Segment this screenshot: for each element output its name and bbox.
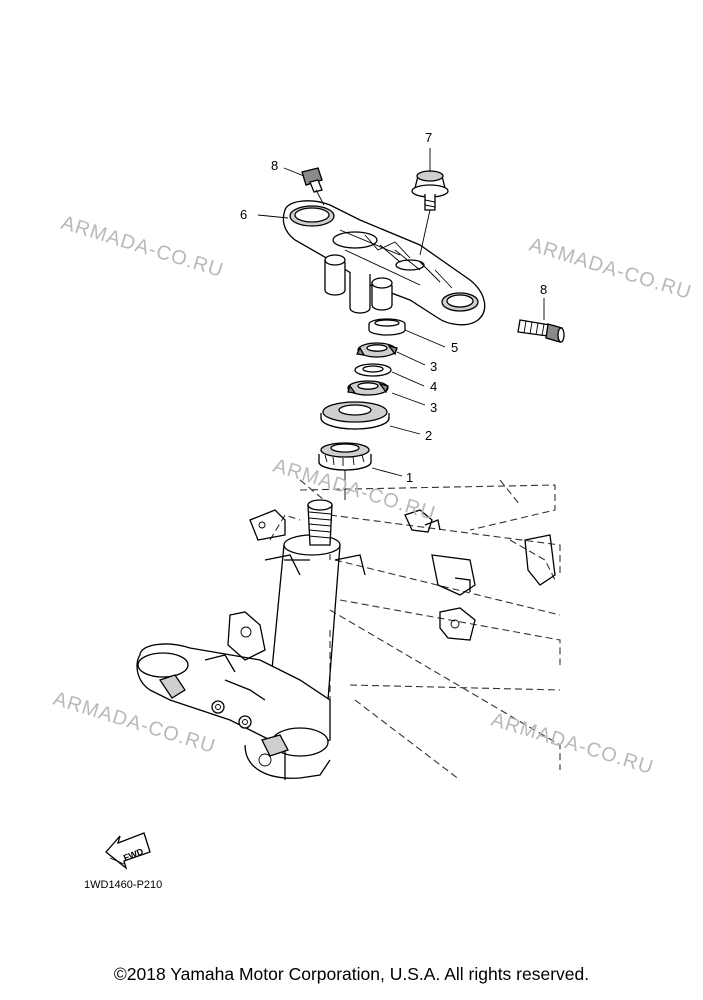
drawing-code: 1WD1460-P210 xyxy=(84,879,162,891)
callout-5: 5 xyxy=(451,340,458,355)
callout-7: 7 xyxy=(425,130,432,145)
frame-bracket-center xyxy=(404,509,441,533)
callout-2: 2 xyxy=(425,428,432,443)
callout-8-top: 8 xyxy=(271,158,278,173)
frame-bracket-right xyxy=(524,534,556,586)
watermark: ARMADA-CO.RU xyxy=(59,212,227,282)
frame-bracket-lower xyxy=(439,607,476,641)
frame-bracket-left xyxy=(249,509,286,541)
part-2-bearing-race xyxy=(320,401,390,430)
copyright-notice: ©2018 Yamaha Motor Corporation, U.S.A. A… xyxy=(113,964,590,984)
callout-8-side: 8 xyxy=(540,282,547,297)
part-3-ring-nut-lower xyxy=(347,380,389,396)
part-5-ring xyxy=(368,318,406,336)
part-8-pinch-bolt-side xyxy=(517,319,565,343)
under-bracket xyxy=(136,643,331,780)
callout-3-lower: 3 xyxy=(430,400,437,415)
part-8-pinch-bolt-top xyxy=(301,167,325,206)
part-1-lower-bearing xyxy=(318,442,372,500)
fwd-arrow-icon: FWD xyxy=(105,832,151,870)
frame-outline xyxy=(269,479,561,781)
callout-6: 6 xyxy=(240,207,247,222)
steering-bracket-arm xyxy=(204,611,266,701)
part-7-stem-bolt xyxy=(411,170,449,256)
leader-lines xyxy=(257,148,545,477)
steering-stem xyxy=(307,499,333,546)
callout-3-upper: 3 xyxy=(430,359,437,374)
under-bracket-pinch-bolt-right xyxy=(258,734,289,767)
watermark: ARMADA-CO.RU xyxy=(489,709,657,779)
frame-bracket-mount xyxy=(431,554,476,596)
callout-4: 4 xyxy=(430,379,437,394)
under-bracket-pinch-bolt-left xyxy=(158,674,186,699)
part-3-ring-nut-upper xyxy=(356,342,398,358)
callout-1: 1 xyxy=(406,470,413,485)
part-4-lock-washer xyxy=(354,363,392,377)
watermark: ARMADA-CO.RU xyxy=(527,234,695,304)
part-6-upper-bracket xyxy=(282,200,486,326)
